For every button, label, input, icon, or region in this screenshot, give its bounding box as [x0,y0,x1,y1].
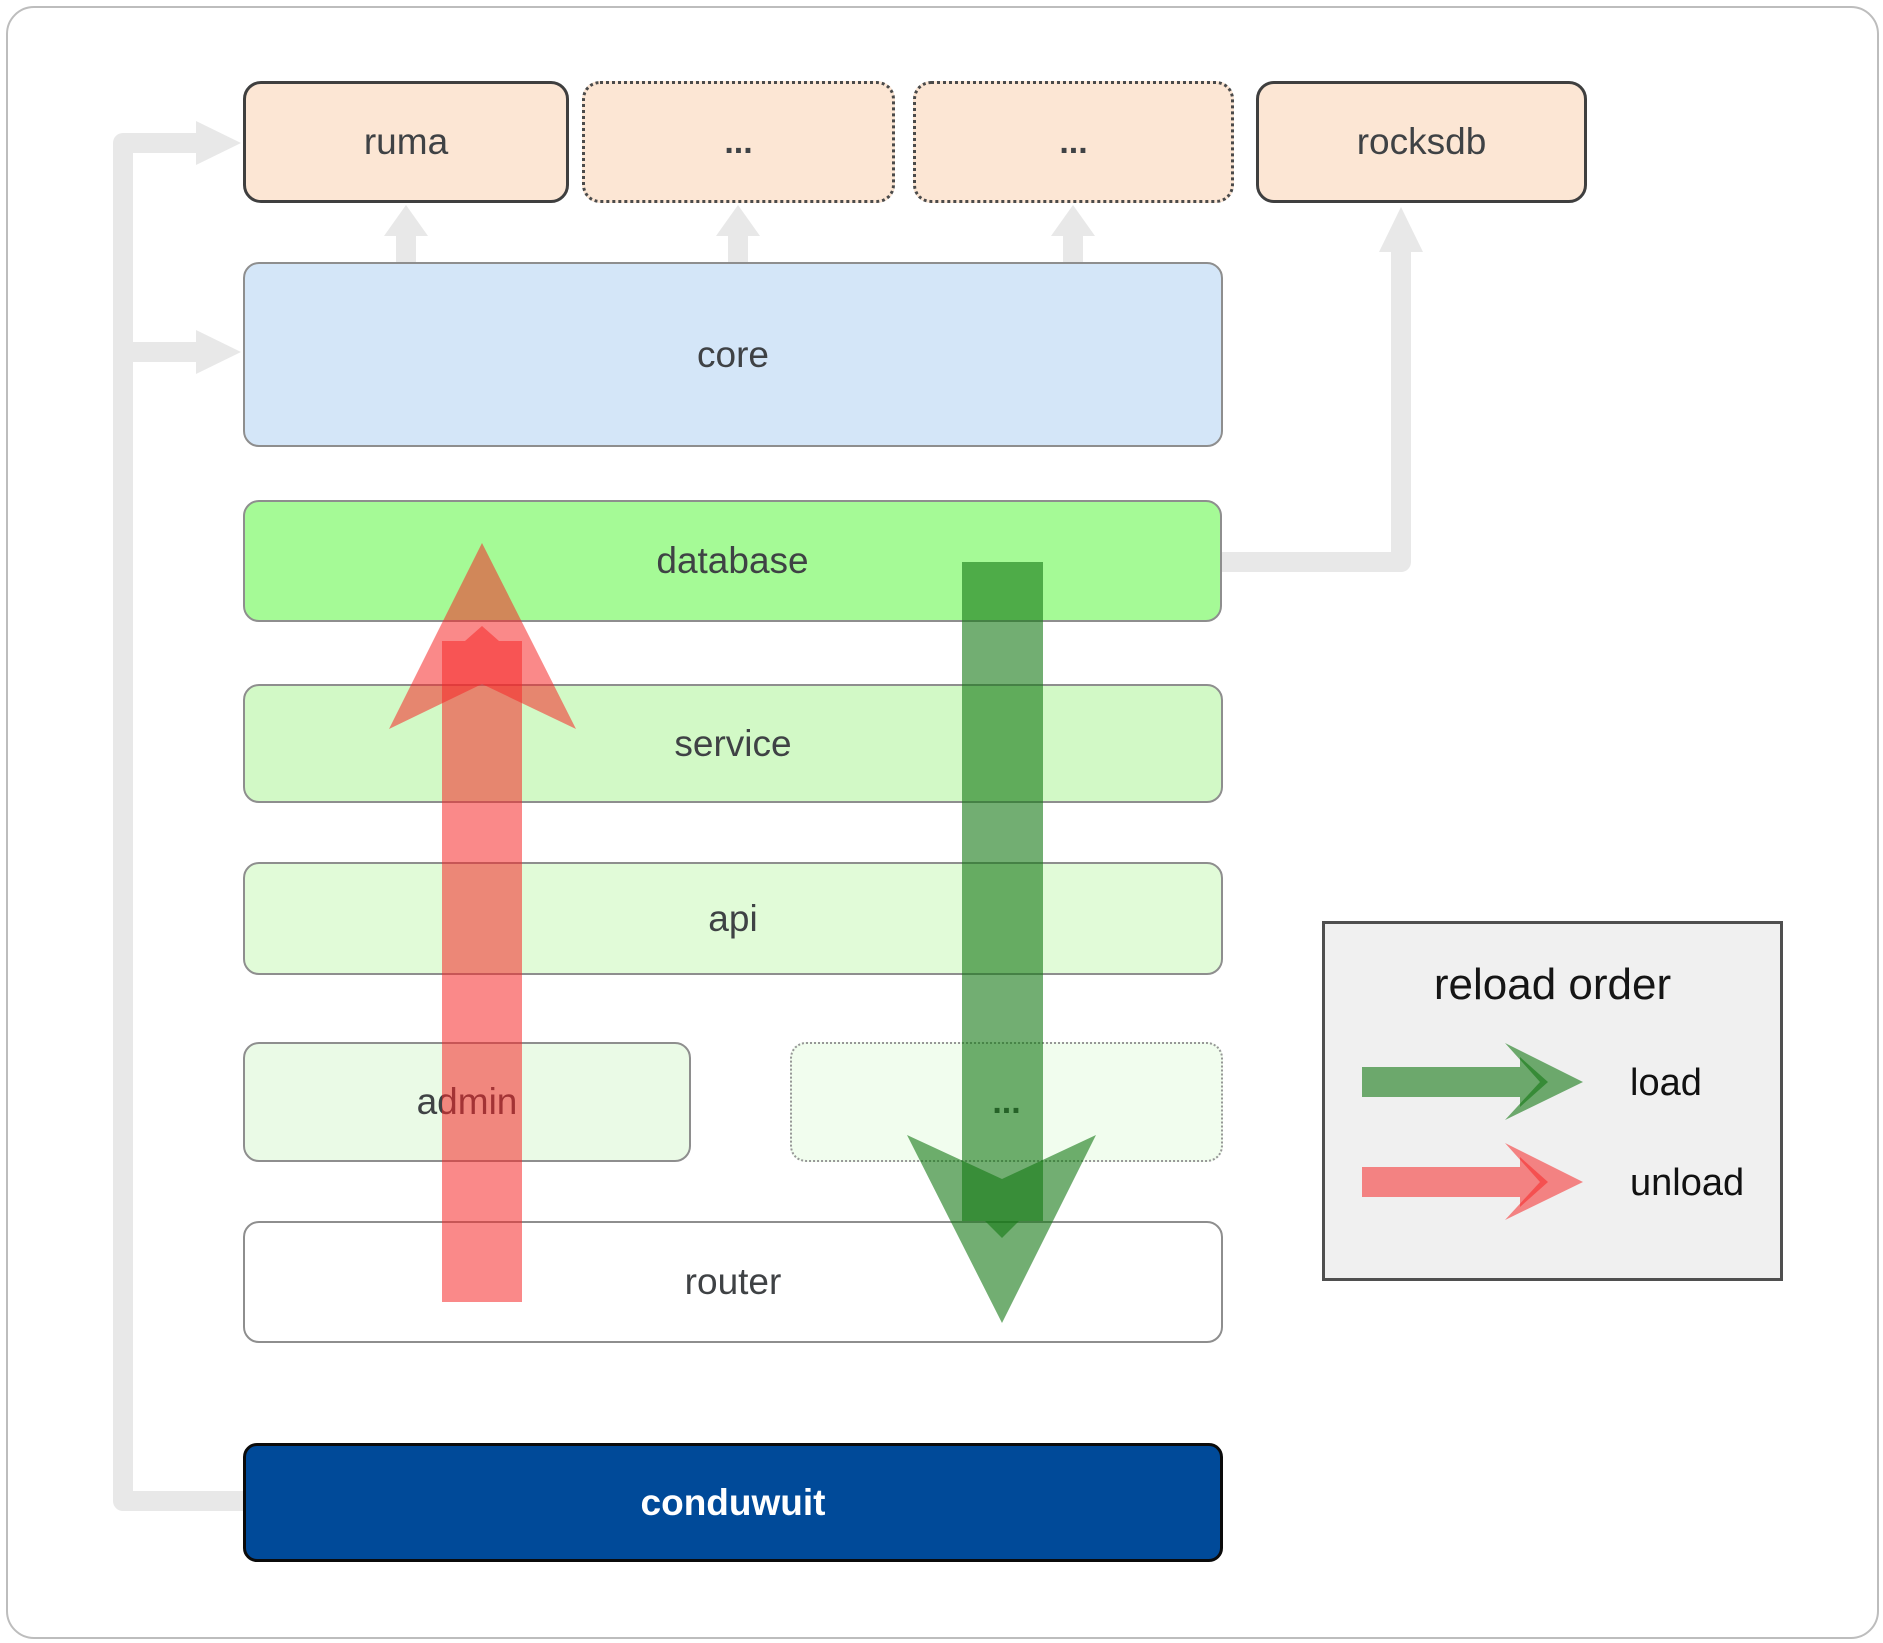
core-to-ellipsis2-arrow [1051,205,1095,264]
arrowhead-into-core [196,330,241,374]
legend-load-label: load [1630,1062,1702,1104]
core-to-ruma-arrow [384,205,428,264]
legend: reload order load unload [1322,921,1783,1281]
core-to-ellipsis1-arrow [716,205,760,264]
conduwuit-to-ruma-connector [113,133,245,1511]
database-to-rocksdb-connector [1222,250,1411,572]
arrowhead-into-ruma [196,121,241,165]
legend-unload-label: unload [1630,1162,1745,1204]
legend-title: reload order [1433,960,1672,1009]
arrowhead-into-rocksdb [1379,207,1423,252]
